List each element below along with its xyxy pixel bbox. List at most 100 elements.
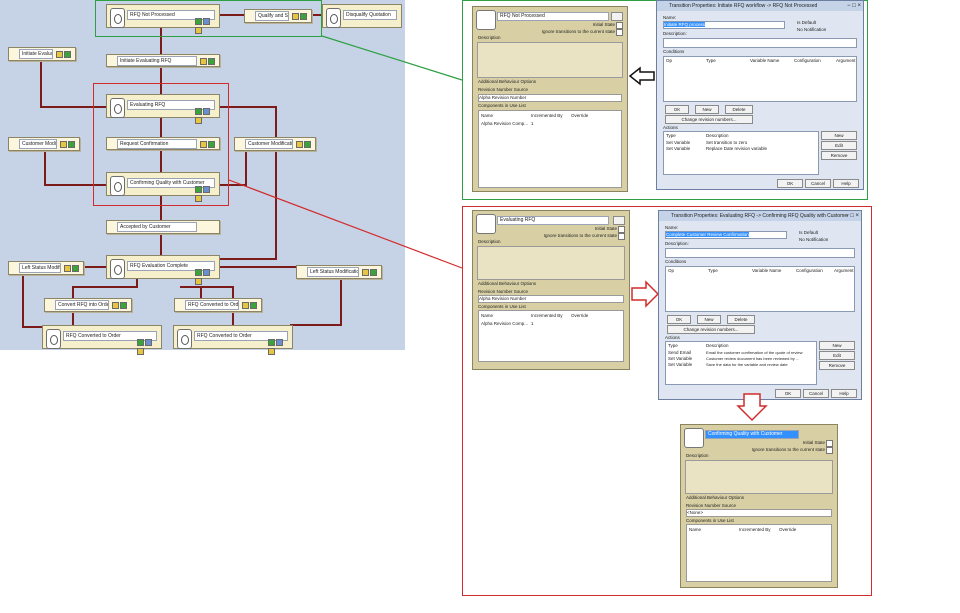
action-edit-button[interactable]: Edit bbox=[821, 141, 857, 150]
cancel-button[interactable]: Cancel bbox=[803, 389, 829, 398]
components-table[interactable]: Name Incremented By Override Alpha Revis… bbox=[478, 110, 622, 188]
name-field[interactable]: Initiate RFQ process bbox=[663, 21, 785, 29]
col-action-type: Type bbox=[668, 343, 678, 348]
state-icon-button[interactable] bbox=[611, 12, 623, 21]
transition-controls[interactable] bbox=[361, 269, 379, 276]
state-disqualify[interactable]: Disqualify Quotation bbox=[322, 4, 402, 28]
actions-table[interactable]: Type Description Set Variable Set transi… bbox=[663, 131, 819, 175]
revision-number-select[interactable]: <None> bbox=[686, 509, 832, 517]
transition-controls[interactable] bbox=[199, 140, 217, 148]
state-confirming-quality[interactable]: Confirming Quality with Customer bbox=[106, 172, 220, 202]
condition-new-button[interactable]: New bbox=[697, 315, 721, 324]
initial-state-checkbox[interactable]: Initial State bbox=[594, 226, 626, 233]
condition-new-button[interactable]: New bbox=[695, 105, 719, 114]
transition-controls[interactable] bbox=[241, 302, 259, 309]
ignore-transitions-checkbox[interactable]: Ignore transitions to the current state bbox=[543, 233, 626, 240]
actions-table[interactable]: Type Description Send Email Email the cu… bbox=[665, 341, 817, 385]
state-rfq-evaluation-complete[interactable]: RFQ Evaluation Complete bbox=[106, 255, 220, 285]
transition-controls[interactable] bbox=[199, 57, 217, 65]
transition-convert[interactable]: Convert RFQ into Order bbox=[44, 298, 132, 312]
state-controls[interactable] bbox=[194, 108, 216, 124]
conditions-table[interactable]: Op Type Variable Name Configuration Argu… bbox=[663, 56, 857, 102]
state-rfq-not-processed[interactable]: RFQ Not Processed bbox=[106, 4, 220, 34]
initial-state-checkbox[interactable]: Initial State bbox=[802, 440, 834, 447]
no-notification-checkbox[interactable]: No Notification bbox=[797, 27, 827, 32]
wire bbox=[70, 266, 106, 268]
window-controls[interactable]: − □ × bbox=[847, 3, 861, 9]
action-new-button[interactable]: New bbox=[821, 131, 857, 140]
condition-delete-button[interactable]: Delete bbox=[727, 315, 755, 324]
state-controls[interactable] bbox=[194, 18, 216, 34]
transition-customer-mod-right[interactable]: Customer Modifications bbox=[234, 137, 316, 151]
description-field[interactable] bbox=[663, 38, 857, 48]
transition-controls[interactable] bbox=[55, 51, 73, 58]
wire bbox=[200, 286, 202, 298]
ok-button[interactable]: OK bbox=[775, 389, 801, 398]
revision-number-select[interactable]: Alpha Revision Number bbox=[478, 295, 624, 303]
initial-state-checkbox[interactable]: Initial State bbox=[592, 22, 624, 29]
description-field[interactable] bbox=[477, 246, 625, 280]
action-edit-button[interactable]: Edit bbox=[819, 351, 855, 360]
is-default-checkbox[interactable]: Is Default bbox=[797, 20, 817, 25]
transition-initiate-rfq[interactable]: Initiate Evaluating RFQ bbox=[106, 54, 220, 67]
state-rfq-converted[interactable]: RFQ Converted to Order bbox=[42, 325, 162, 355]
ignore-transitions-checkbox[interactable]: Ignore transitions to the current state bbox=[541, 29, 624, 36]
state-name-field[interactable]: Confirming Quality with Customer bbox=[705, 430, 799, 439]
action-new-button[interactable]: New bbox=[819, 341, 855, 350]
state-rfq-order-done[interactable]: RFQ Converted to Order bbox=[173, 325, 293, 355]
red-callout-line bbox=[228, 179, 463, 269]
condition-ok-button[interactable]: OK bbox=[667, 315, 691, 324]
no-notification-checkbox[interactable]: No Notification bbox=[799, 237, 829, 242]
action-remove-button[interactable]: Remove bbox=[819, 361, 855, 370]
conditions-table[interactable]: Op Type Variable Name Configuration Argu… bbox=[665, 266, 855, 312]
window-controls[interactable]: − □ × bbox=[845, 213, 859, 219]
state-controls[interactable] bbox=[194, 269, 216, 285]
transition-controls[interactable] bbox=[63, 265, 81, 272]
change-revision-button[interactable]: Change revision numbers... bbox=[667, 325, 755, 334]
cancel-button[interactable]: Cancel bbox=[805, 179, 831, 188]
help-button[interactable]: Help bbox=[833, 179, 859, 188]
transition-rfq-cancel[interactable]: RFQ Converted to Order bbox=[174, 298, 262, 312]
transition-right-status[interactable]: Left Status Modification bbox=[296, 265, 382, 279]
description-field[interactable] bbox=[477, 42, 623, 78]
transition-accepted[interactable]: Accepted by Customer bbox=[106, 220, 220, 234]
col-override: Override bbox=[571, 313, 589, 318]
description-field[interactable] bbox=[685, 460, 833, 494]
col-type: Type bbox=[708, 268, 718, 273]
state-name-field[interactable]: RFQ Not Processed bbox=[497, 12, 609, 21]
condition-delete-button[interactable]: Delete bbox=[725, 105, 753, 114]
state-controls[interactable] bbox=[194, 186, 216, 202]
transition-controls[interactable] bbox=[111, 302, 129, 309]
transition-controls[interactable] bbox=[291, 13, 309, 20]
description-field[interactable] bbox=[665, 248, 855, 258]
action-row-type: Set Variable bbox=[668, 356, 693, 361]
behaviour-label: Additional Behaviour Options bbox=[478, 281, 537, 286]
state-icon bbox=[476, 10, 496, 30]
condition-ok-button[interactable]: OK bbox=[665, 105, 689, 114]
col-increment: Incremented By bbox=[531, 113, 563, 118]
transition-qualify[interactable]: Qualify and Send bbox=[244, 9, 312, 23]
transition-controls[interactable] bbox=[295, 141, 313, 148]
transition-initiate[interactable]: Initiate Evaluation bbox=[8, 47, 76, 61]
is-default-checkbox[interactable]: Is Default bbox=[799, 230, 819, 235]
ignore-transitions-checkbox[interactable]: Ignore transitions to the current state bbox=[751, 447, 834, 454]
state-controls[interactable] bbox=[267, 339, 289, 355]
ok-button[interactable]: OK bbox=[777, 179, 803, 188]
action-remove-button[interactable]: Remove bbox=[821, 151, 857, 160]
revision-number-select[interactable]: Alpha Revision Number bbox=[478, 94, 622, 102]
transition-left-status[interactable]: Left Status Modification bbox=[8, 261, 84, 275]
change-revision-button[interactable]: Change revision numbers... bbox=[665, 115, 753, 124]
transition-label: Initiate Evaluation bbox=[19, 49, 53, 59]
transition-customer-mod-left[interactable]: Customer Modification bbox=[8, 137, 80, 151]
col-op: Op bbox=[668, 268, 675, 273]
state-name-field[interactable]: Evaluating RFQ bbox=[497, 216, 609, 225]
components-table[interactable]: Name Incremented By Override bbox=[686, 524, 832, 582]
state-icon-button[interactable] bbox=[613, 216, 625, 225]
transition-controls[interactable] bbox=[59, 141, 77, 148]
state-controls[interactable] bbox=[136, 339, 158, 355]
state-evaluating-rfq[interactable]: Evaluating RFQ bbox=[106, 94, 220, 124]
name-field[interactable]: Complete Customer Review Confirmation bbox=[665, 231, 787, 239]
transition-request-confirmation[interactable]: Request Confirmation bbox=[106, 137, 220, 150]
components-table[interactable]: Name Incremented By Override Alpha Revis… bbox=[478, 310, 624, 362]
help-button[interactable]: Help bbox=[831, 389, 857, 398]
